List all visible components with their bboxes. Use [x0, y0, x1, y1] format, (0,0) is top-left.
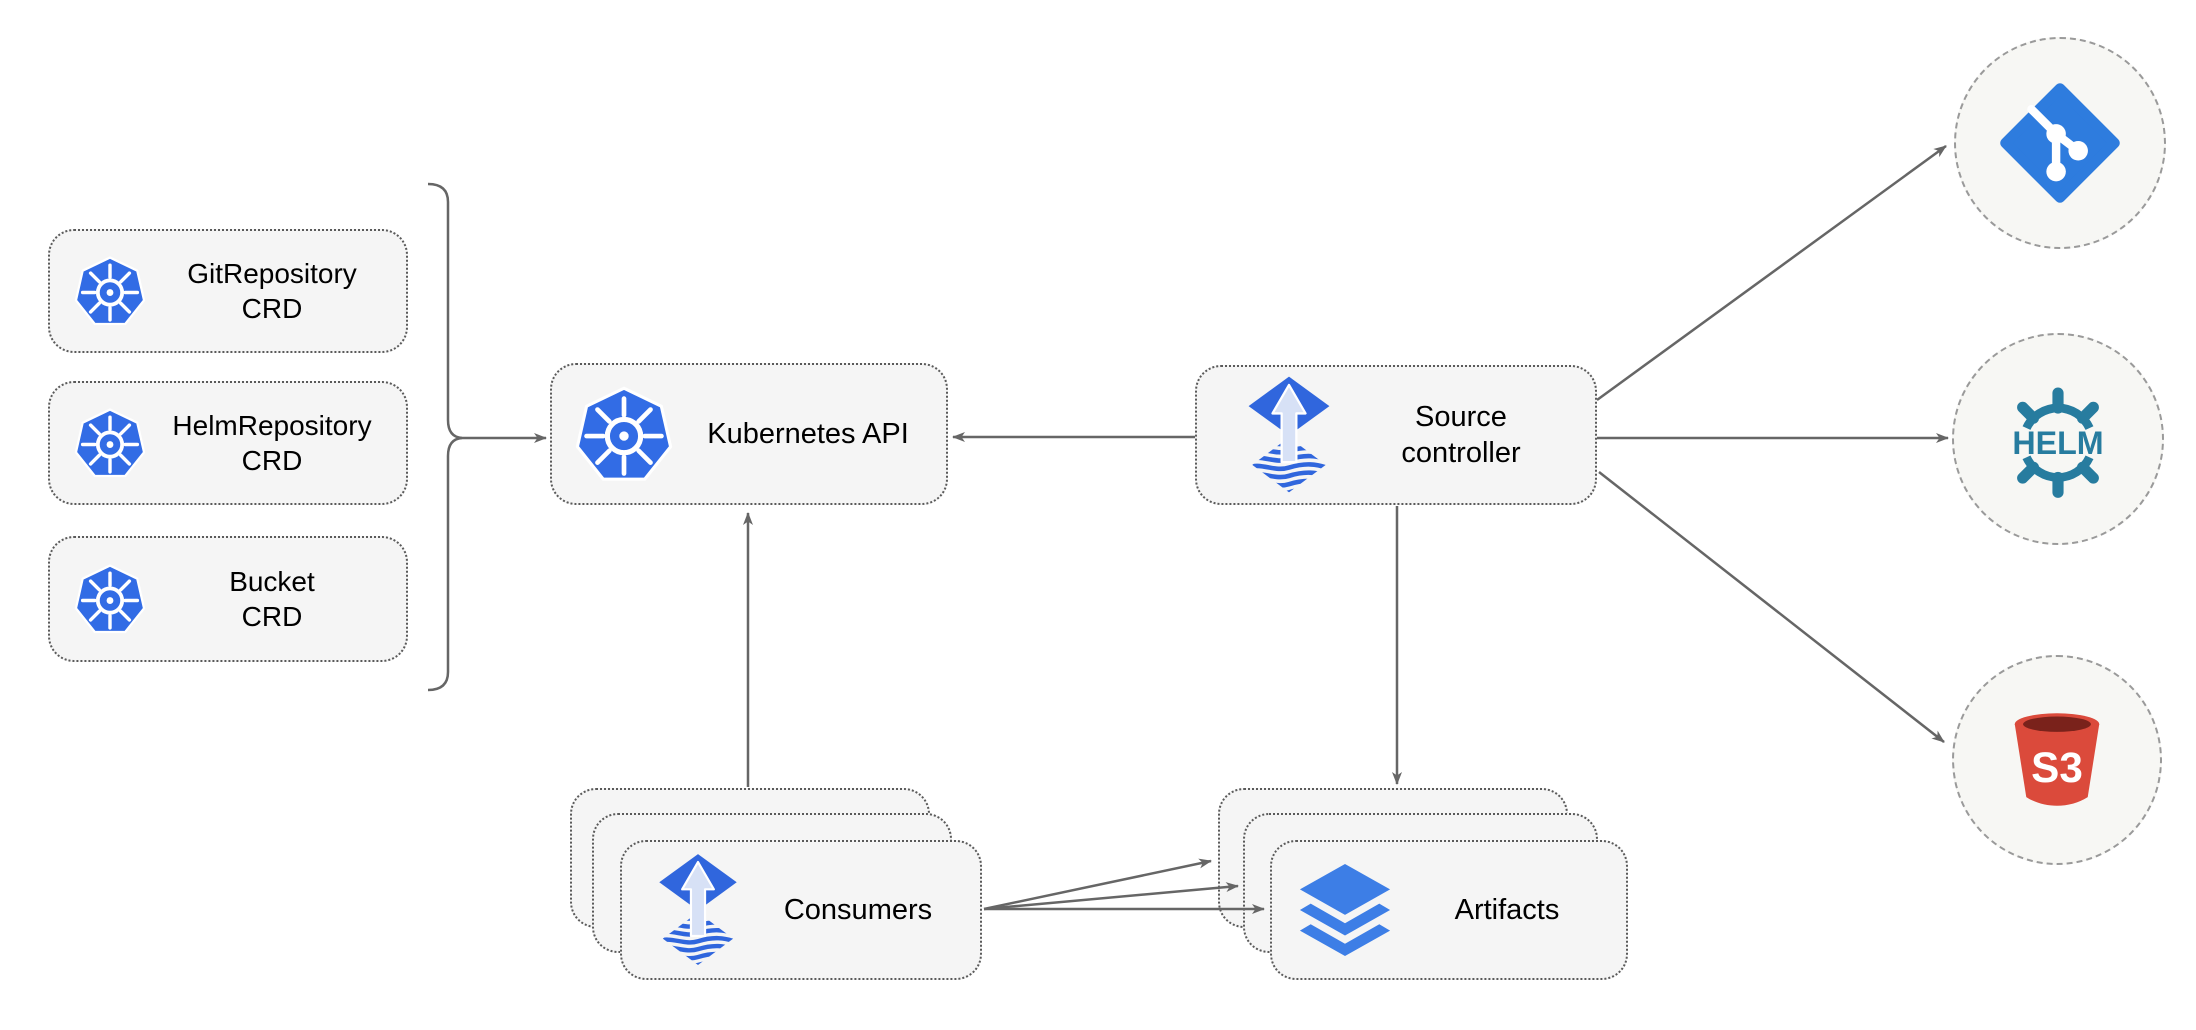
kubernetes-icon — [72, 405, 148, 481]
node-label: HelmRepository CRD — [172, 410, 372, 476]
node-kubernetes-api: Kubernetes API — [550, 363, 948, 505]
kubernetes-icon — [72, 561, 148, 637]
layers-icon — [1296, 861, 1394, 959]
node-helmrepository-crd: HelmRepository CRD — [48, 381, 408, 505]
node-label: Kubernetes API — [707, 418, 909, 450]
endpoint-s3: S3 — [1952, 655, 2162, 865]
kubernetes-icon — [72, 253, 148, 329]
node-bucket-crd: Bucket CRD — [48, 536, 408, 662]
arrow-source-to-s3 — [1598, 471, 1945, 743]
arrow-source-to-git — [1596, 144, 1947, 402]
node-label: Consumers — [783, 894, 933, 926]
arrow-consumers-to-artifacts-middle — [983, 882, 1239, 911]
node-label: GitRepository CRD — [187, 258, 357, 324]
endpoint-git — [1954, 37, 2166, 249]
node-consumers: Consumers — [620, 840, 982, 980]
arrow-consumers-to-artifacts-back — [983, 858, 1212, 911]
node-source-controller: Source controller — [1195, 365, 1597, 505]
flux-icon — [654, 850, 742, 970]
node-label: Artifacts — [1454, 894, 1560, 926]
git-icon — [1995, 78, 2125, 208]
s3-wordmark: S3 — [2031, 744, 2083, 791]
node-label: Source controller — [1401, 401, 1521, 469]
node-artifacts: Artifacts — [1270, 840, 1628, 980]
flux-icon — [1243, 373, 1335, 497]
kubernetes-icon — [572, 382, 676, 486]
helm-wordmark: HELM — [2012, 425, 2103, 461]
helm-icon: HELM — [2012, 377, 2104, 501]
endpoint-helm: HELM — [1952, 333, 2164, 545]
crd-group-bracket — [427, 182, 463, 692]
s3-bucket-icon: S3 — [1993, 696, 2121, 824]
node-label: Bucket CRD — [229, 566, 315, 632]
node-gitrepository-crd: GitRepository CRD — [48, 229, 408, 353]
